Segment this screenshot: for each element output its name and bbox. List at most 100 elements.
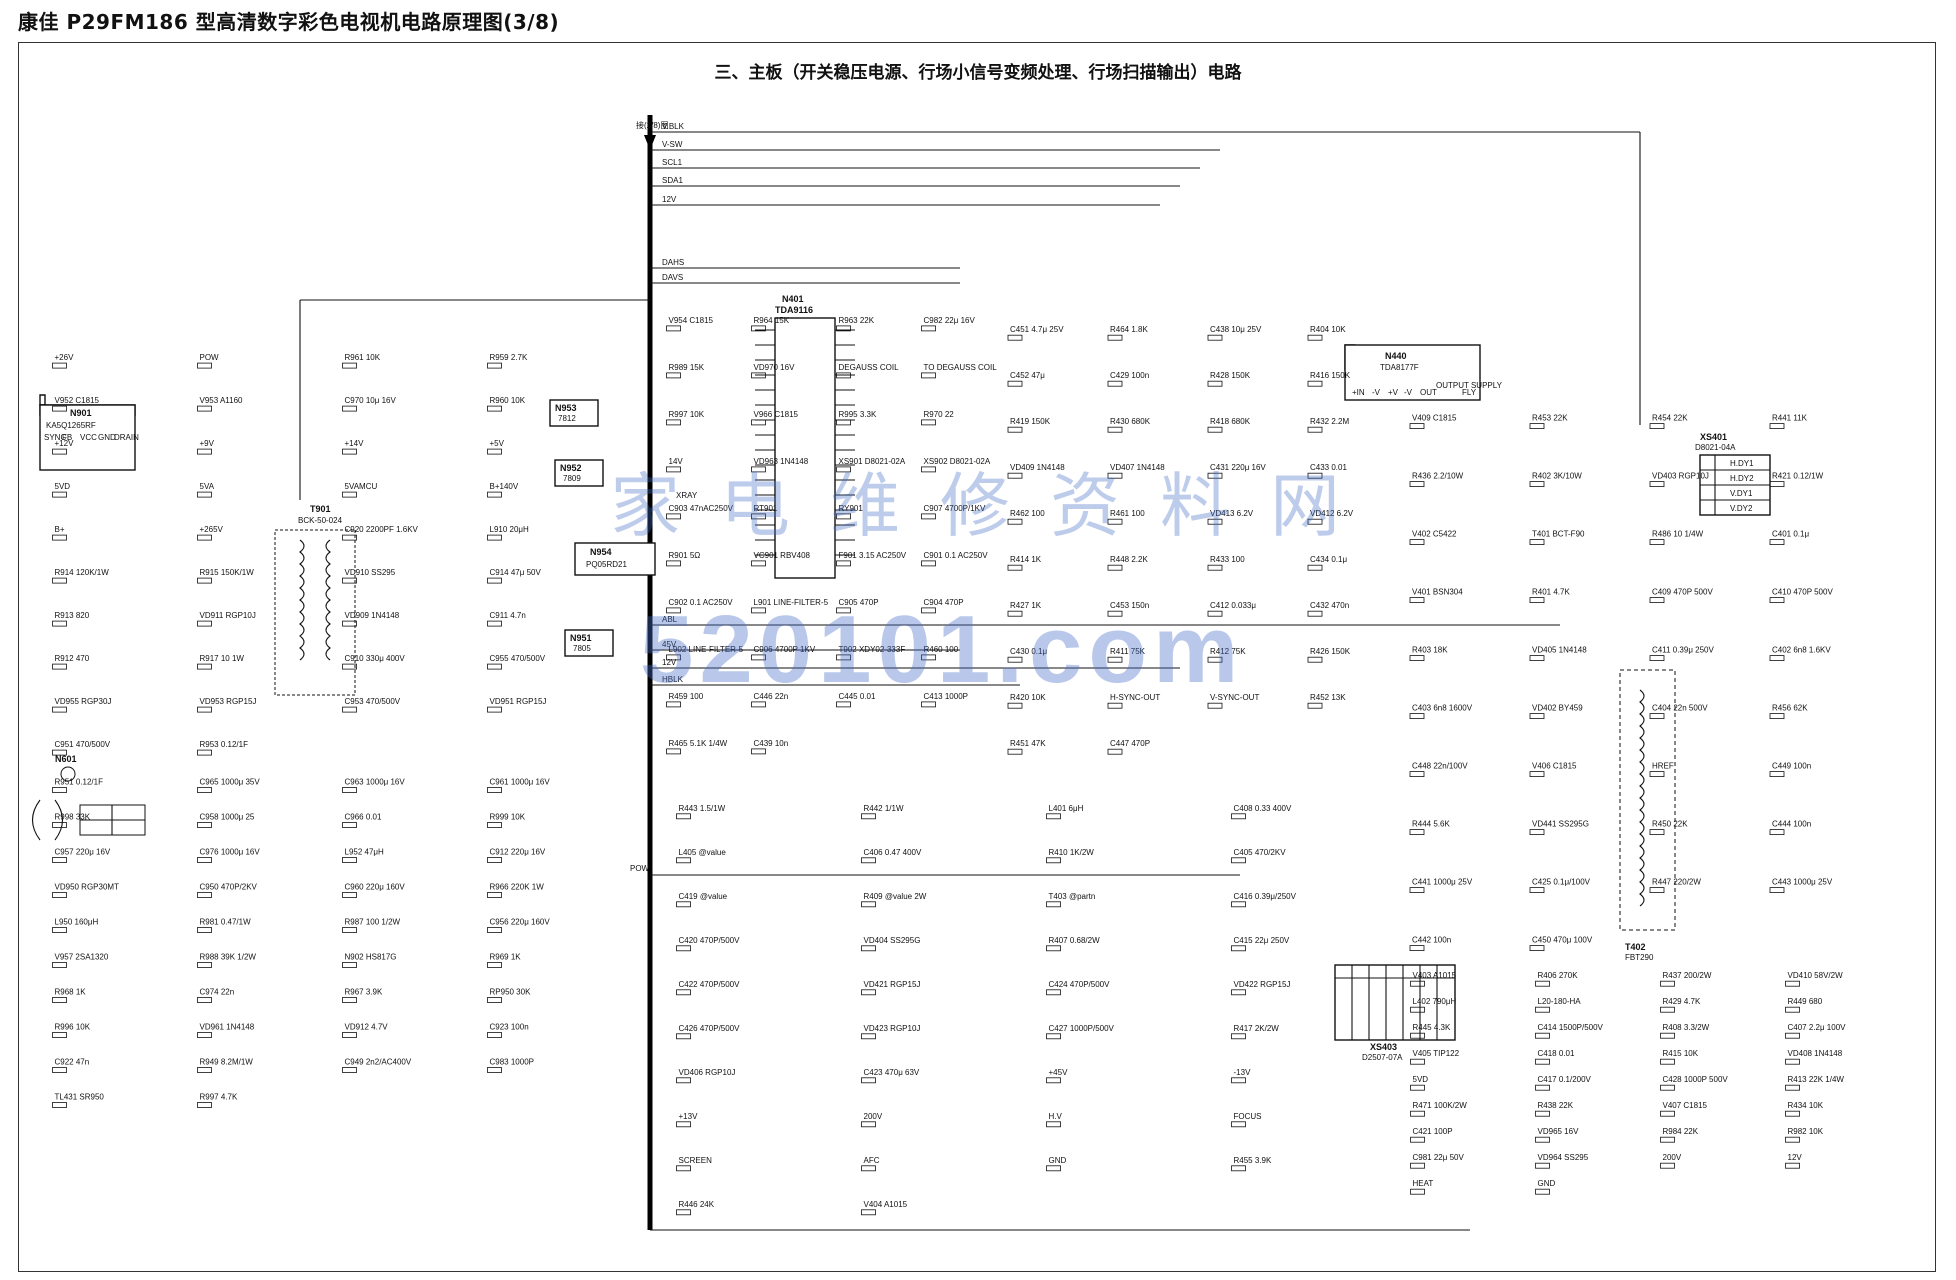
component-symbol — [1785, 1032, 1800, 1039]
component-symbol — [1207, 610, 1223, 617]
component-symbol — [1529, 655, 1545, 661]
component-symbol — [197, 1067, 212, 1073]
component-symbol — [666, 466, 681, 473]
component-label: FOCUS — [1234, 1112, 1262, 1121]
component-symbol — [197, 787, 212, 793]
component-symbol — [751, 607, 766, 614]
component-symbol — [1107, 426, 1123, 433]
component-symbol — [1007, 564, 1023, 571]
svg-text:TDA8177F: TDA8177F — [1380, 363, 1419, 372]
component-label: SCREEN — [679, 1156, 713, 1165]
component-label: R996 10K — [55, 1023, 91, 1032]
component-symbol — [1307, 334, 1323, 341]
component-symbol — [751, 701, 766, 708]
component-symbol — [1649, 829, 1665, 835]
component-label: L20-180-HA — [1538, 997, 1582, 1006]
component-label: VD422 RGP15J — [1234, 980, 1291, 989]
component-symbol — [861, 989, 876, 996]
component-symbol — [1535, 1188, 1550, 1195]
component-label: TO DEGAUSS COIL — [924, 363, 998, 372]
component-symbol — [921, 560, 936, 567]
component-label: R427 1K — [1010, 601, 1042, 610]
component-symbol — [751, 748, 766, 755]
component-label: GND — [1049, 1156, 1067, 1165]
svg-text:V.DY2: V.DY2 — [1730, 504, 1753, 513]
transformer-t901: T901 BCK-50-024 — [274, 504, 356, 696]
component-label: R912 470 — [55, 654, 90, 663]
component-symbol — [197, 1102, 212, 1108]
component-symbol — [921, 654, 936, 661]
component-symbol — [751, 466, 766, 473]
component-label: VD964 SS295 — [1538, 1153, 1589, 1162]
component-symbol — [751, 560, 766, 567]
svg-text:OUTPUT SUPPLY: OUTPUT SUPPLY — [1436, 381, 1503, 390]
component-symbol — [1769, 771, 1785, 777]
component-label: V403 A1015 — [1413, 971, 1457, 980]
component-symbol — [666, 372, 681, 379]
svg-text:GND: GND — [98, 433, 116, 442]
component-label: R429 4.7K — [1663, 997, 1701, 1006]
svg-text:TDA9116: TDA9116 — [775, 305, 813, 315]
component-label: R413 22K 1/4W — [1788, 1075, 1845, 1084]
component-symbol — [676, 901, 691, 908]
component-symbol — [1660, 1032, 1675, 1039]
component-symbol — [1107, 610, 1123, 617]
bus-label: 12V — [662, 195, 677, 204]
bus-label: 12V — [662, 658, 677, 667]
component-symbol — [342, 892, 357, 898]
component-label: C422 470P/500V — [679, 980, 741, 989]
component-label: V406 C1815 — [1532, 762, 1577, 771]
component-symbol — [1649, 481, 1665, 488]
component-label: C411 0.39μ 250V — [1652, 646, 1715, 655]
svg-text:T901: T901 — [310, 504, 331, 514]
regulator-n952: N952 7809 — [554, 459, 604, 487]
component-symbol — [487, 962, 502, 968]
component-label: C902 0.1 AC250V — [669, 598, 734, 607]
component-symbol — [1529, 713, 1545, 719]
svg-text:N953: N953 — [555, 403, 577, 413]
component-symbol — [1307, 702, 1323, 709]
component-label: V407 C1815 — [1663, 1101, 1708, 1110]
component-label: R419 150K — [1010, 417, 1051, 426]
component-label: C910 330μ 400V — [345, 654, 406, 663]
component-label: R984 22K — [1663, 1127, 1699, 1136]
component-label: L902 LINE-FILTER-5 — [669, 645, 744, 654]
component-label: POW — [200, 353, 220, 362]
component-symbol — [1660, 1136, 1675, 1143]
component-symbol — [921, 701, 936, 708]
component-symbol — [52, 962, 67, 968]
component-symbol — [1529, 423, 1545, 430]
component-label: +5V — [490, 439, 505, 448]
component-symbol — [1007, 656, 1023, 663]
component-symbol — [861, 1209, 876, 1216]
component-label: VD413 6.2V — [1210, 509, 1254, 518]
bus-label: V.BLK — [662, 122, 685, 131]
component-symbol — [52, 892, 67, 898]
component-label: 14V — [669, 457, 684, 466]
component-label: B+140V — [490, 482, 519, 491]
component-symbol — [1307, 518, 1323, 525]
component-symbol — [751, 372, 766, 379]
component-label: HEAT — [1413, 1179, 1434, 1188]
component-symbol — [1409, 887, 1425, 893]
component-symbol — [342, 620, 357, 627]
component-label: VD403 RGP10J — [1652, 472, 1709, 481]
component-symbol — [921, 372, 936, 379]
component-symbol — [52, 534, 67, 541]
component-symbol — [342, 787, 357, 793]
component-symbol — [1529, 597, 1545, 603]
component-label: H-SYNC-OUT — [1110, 693, 1160, 702]
svg-text:N951: N951 — [570, 633, 592, 643]
component-label: C439 10n — [754, 739, 789, 748]
component-symbol — [1535, 1058, 1550, 1065]
component-label: VD911 RGP10J — [200, 611, 256, 620]
component-symbol — [487, 857, 502, 863]
component-symbol — [1410, 1032, 1425, 1039]
component-symbol — [342, 857, 357, 863]
component-symbol — [836, 466, 851, 473]
component-symbol — [342, 362, 357, 369]
component-label: C417 0.1/200V — [1538, 1075, 1592, 1084]
component-symbol — [342, 822, 357, 828]
svg-text:N952: N952 — [560, 463, 582, 473]
